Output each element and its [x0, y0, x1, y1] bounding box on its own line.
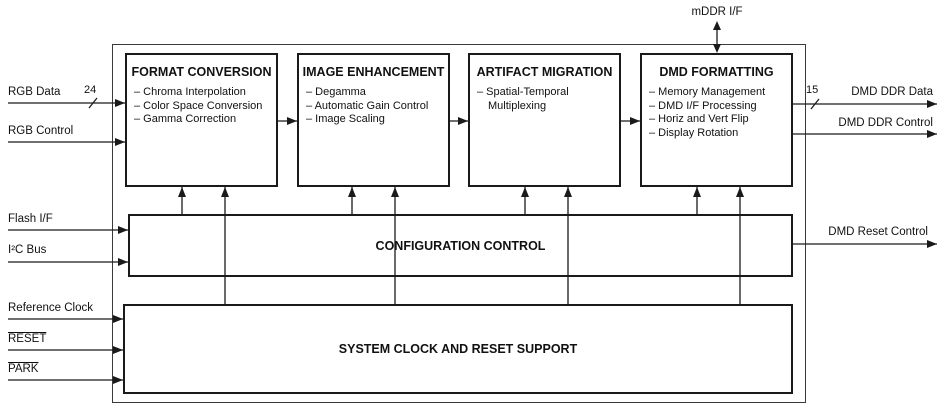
dmd-ddr-control-label: DMD DDR Control — [838, 117, 933, 129]
flash-if-label: Flash I/F — [8, 213, 53, 225]
block-item: – Color Space Conversion — [134, 99, 263, 112]
rgb-data-bus-slash — [88, 97, 98, 109]
block-item-list: – Degamma – Automatic Gain Control – Ima… — [299, 86, 448, 127]
block-item: – Automatic Gain Control — [306, 99, 429, 112]
block-item: – Image Scaling — [306, 113, 385, 125]
block-item: – Horiz and Vert Flip — [649, 113, 749, 125]
bar-system-clock-reset: SYSTEM CLOCK AND RESET SUPPORT — [123, 304, 793, 394]
block-title: FORMAT CONVERSION — [131, 65, 272, 79]
block-item: – Chroma Interpolation — [134, 86, 246, 98]
reset-label: RESET — [8, 333, 47, 345]
bar-configuration-control: CONFIGURATION CONTROL — [128, 214, 793, 277]
block-item-list: – Chroma Interpolation – Color Space Con… — [127, 86, 276, 127]
block-title: IMAGE ENHANCEMENT — [302, 65, 445, 79]
bar-title: SYSTEM CLOCK AND RESET SUPPORT — [338, 342, 578, 356]
block-title: ARTIFACT MIGRATION — [476, 65, 613, 79]
chip-outline — [112, 44, 806, 403]
mddr-if-label: mDDR I/F — [691, 6, 743, 18]
block-format-conversion: FORMAT CONVERSION – Chroma Interpolation… — [125, 53, 278, 187]
block-item: – DMD I/F Processing — [649, 99, 757, 112]
block-item: – Memory Management — [649, 86, 766, 98]
block-title: DMD FORMATTING — [659, 65, 774, 79]
dmd-reset-control-label: DMD Reset Control — [828, 226, 928, 238]
dmd-ddr-data-bus-width: 15 — [806, 84, 819, 96]
block-dmd-formatting: DMD FORMATTING – Memory Management – DMD… — [640, 53, 793, 187]
block-item: – Spatial-Temporal Multiplexing — [477, 86, 569, 112]
mddr-if-arrowhead-up — [713, 21, 721, 30]
dmd-ddr-data-label: DMD DDR Data — [851, 86, 933, 98]
block-item-list: – Spatial-Temporal Multiplexing — [470, 86, 619, 113]
rgb-data-bus-width: 24 — [84, 84, 97, 96]
i2c-bus-label: I²C Bus — [8, 244, 47, 256]
block-item: – Gamma Correction — [134, 113, 237, 125]
park-label: PARK — [8, 363, 39, 375]
rgb-control-label: RGB Control — [8, 125, 74, 137]
block-image-enhancement: IMAGE ENHANCEMENT – Degamma – Automatic … — [297, 53, 450, 187]
block-item: – Display Rotation — [649, 126, 739, 139]
block-artifact-migration: ARTIFACT MIGRATION – Spatial-Temporal Mu… — [468, 53, 621, 187]
rgb-data-label: RGB Data — [8, 86, 61, 98]
bar-title: CONFIGURATION CONTROL — [375, 238, 546, 253]
block-item: – Degamma — [306, 86, 366, 98]
reference-clock-label: Reference Clock — [8, 302, 94, 314]
dmd-ddr-data-bus-slash — [810, 98, 820, 110]
block-item-list: – Memory Management – DMD I/F Processing… — [642, 86, 791, 140]
